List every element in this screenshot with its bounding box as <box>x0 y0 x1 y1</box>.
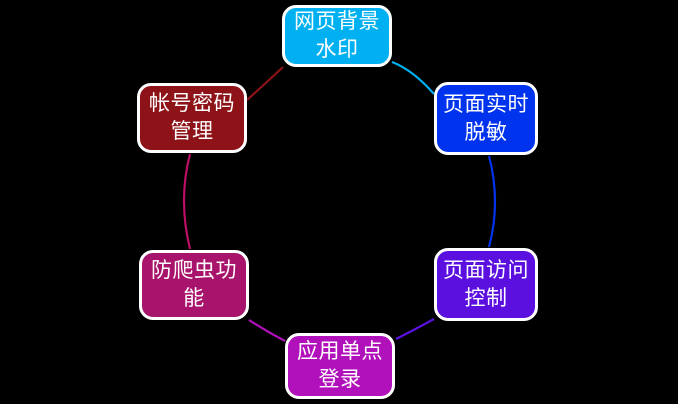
node-watermark[interactable]: 网页背景 水印 <box>282 5 392 67</box>
link-crawler-to-account <box>182 153 192 250</box>
node-anti-crawler[interactable]: 防爬虫功 能 <box>139 250 249 320</box>
node-masking[interactable]: 页面实时 脱敏 <box>434 82 538 155</box>
node-access-control-label: 页面访问 控制 <box>443 257 529 310</box>
link-sso-to-crawler <box>248 319 286 342</box>
node-account-password[interactable]: 帐号密码 管理 <box>137 83 247 153</box>
node-single-sign-on[interactable]: 应用单点 登录 <box>285 333 395 399</box>
node-watermark-label: 网页背景 水印 <box>294 9 380 61</box>
link-masking-to-access <box>487 155 497 248</box>
node-access-control[interactable]: 页面访问 控制 <box>434 248 538 321</box>
node-anti-crawler-label: 防爬虫功 能 <box>151 258 237 310</box>
node-masking-label: 页面实时 脱敏 <box>443 91 529 144</box>
link-watermark-to-masking <box>391 60 435 95</box>
link-account-to-watermark <box>246 66 284 101</box>
node-single-sign-on-label: 应用单点 登录 <box>297 339 383 391</box>
link-access-to-sso <box>395 318 435 340</box>
node-account-password-label: 帐号密码 管理 <box>149 91 235 143</box>
